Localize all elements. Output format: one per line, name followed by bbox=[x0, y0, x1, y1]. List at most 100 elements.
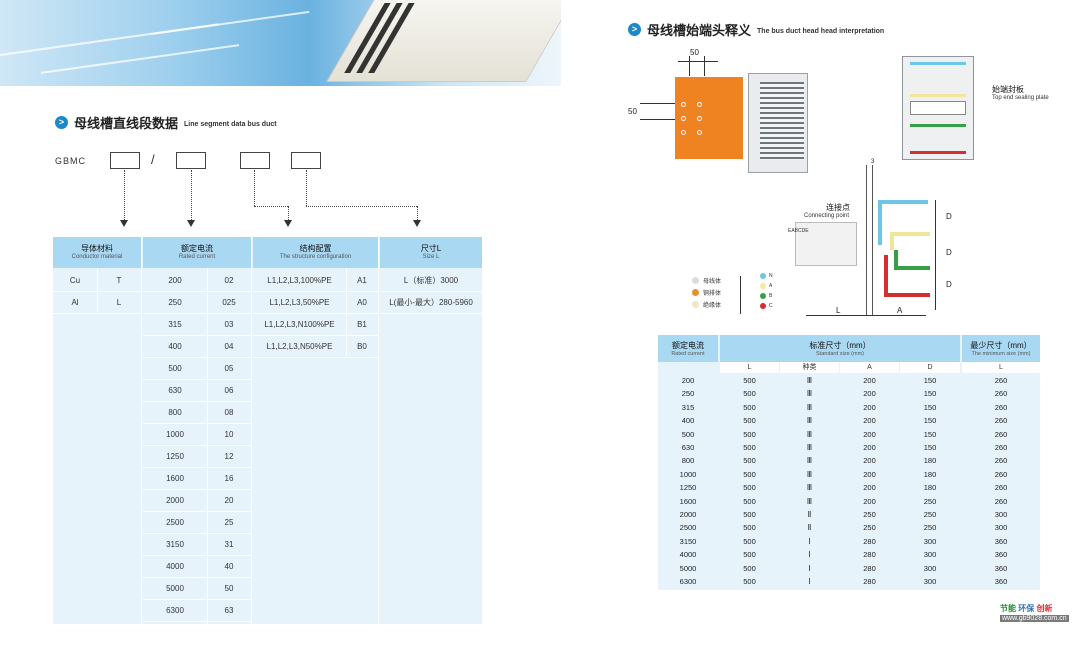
busbar-c bbox=[884, 255, 888, 295]
banner-streak bbox=[40, 44, 240, 74]
leader-line bbox=[417, 206, 418, 220]
header-minimum-size: 最少尺寸（mm） The minimum size (mm) bbox=[962, 335, 1040, 362]
structure-code: B1 bbox=[357, 320, 367, 329]
header-en: The structure configuration bbox=[279, 254, 352, 260]
row-divider bbox=[143, 335, 251, 336]
arrow-down-icon bbox=[120, 220, 128, 227]
rated-current-cell: 1000 bbox=[679, 469, 697, 479]
min-length-cell: 360 bbox=[994, 577, 1008, 586]
current-value: 1000 bbox=[166, 430, 184, 439]
leader-line bbox=[254, 206, 288, 207]
bolt-hole bbox=[681, 116, 686, 121]
dim-a-cell: 200 bbox=[863, 443, 876, 452]
current-value: 250 bbox=[168, 298, 182, 307]
phase-letters: EABCDE bbox=[788, 228, 809, 234]
rated-current-cell: 200 bbox=[681, 376, 695, 385]
sub-header: L bbox=[720, 362, 779, 373]
std-length-cell: 500 bbox=[743, 376, 756, 385]
dim-d-cell: 300 bbox=[923, 550, 937, 560]
rated-current-cell: 315 bbox=[681, 402, 695, 412]
current-value: 500 bbox=[168, 364, 182, 373]
header-zh: 额定电流 bbox=[181, 244, 213, 253]
rated-current-cell: 400 bbox=[681, 416, 695, 426]
structure-code: A1 bbox=[357, 276, 367, 285]
dimension-line bbox=[935, 200, 936, 310]
dim-d-cell: 180 bbox=[923, 469, 937, 479]
type-cell: Ⅰ bbox=[808, 563, 811, 573]
structure-desc: L1,L2,L3,50%PE bbox=[269, 298, 330, 307]
std-length-cell: 500 bbox=[743, 510, 756, 519]
row-divider bbox=[143, 379, 251, 380]
std-length-cell: 500 bbox=[743, 523, 756, 533]
std-length-cell: 500 bbox=[743, 429, 756, 439]
busbar-n bbox=[878, 200, 928, 204]
phase-item: B bbox=[760, 291, 773, 301]
current-code: 02 bbox=[224, 276, 234, 285]
rated-current-cell: 2500 bbox=[679, 523, 697, 533]
legend-dot bbox=[692, 301, 699, 308]
section-title-zh: 母线槽直线段数据 bbox=[74, 116, 179, 131]
dim-d-cell: 250 bbox=[923, 496, 937, 506]
sub-header: L bbox=[962, 362, 1040, 373]
dimension-label: A bbox=[897, 306, 903, 315]
type-cell: Ⅲ bbox=[806, 389, 813, 399]
busbar-c bbox=[884, 293, 930, 297]
row-divider bbox=[53, 313, 141, 314]
row-divider bbox=[143, 577, 251, 578]
dimension-line bbox=[640, 103, 685, 104]
copper-busbar-face bbox=[675, 77, 743, 159]
header-size: 尺寸L Size L bbox=[380, 237, 482, 268]
dim-d-cell: 300 bbox=[923, 563, 937, 573]
structure-code: A0 bbox=[357, 298, 367, 307]
busway-product-image bbox=[326, 0, 561, 82]
phase-bar-c bbox=[910, 151, 966, 154]
dim-d-cell: 180 bbox=[923, 456, 937, 466]
type-cell: Ⅰ bbox=[808, 536, 811, 546]
column-divider bbox=[207, 268, 208, 624]
min-length-cell: 360 bbox=[994, 536, 1008, 546]
plate-line bbox=[872, 165, 873, 315]
size-range: L(最小-最大）280-5960 bbox=[389, 298, 473, 307]
slogan-word: 环保 bbox=[1018, 604, 1035, 613]
conductor-suffix: L bbox=[116, 298, 122, 307]
current-value: 3150 bbox=[166, 540, 184, 549]
dim-d-cell: 180 bbox=[923, 483, 937, 493]
phase-label: A bbox=[769, 283, 773, 289]
cooling-fins bbox=[760, 82, 804, 160]
current-code: 10 bbox=[224, 430, 234, 439]
phase-item: C bbox=[760, 301, 773, 311]
legend-item: 母线体 bbox=[692, 276, 721, 285]
row-divider bbox=[143, 621, 251, 622]
phase-slot bbox=[910, 101, 966, 115]
type-cell: Ⅲ bbox=[806, 443, 813, 452]
row-divider bbox=[380, 291, 482, 292]
arrow-down-icon bbox=[413, 220, 421, 227]
dimension-label: 50 bbox=[690, 48, 699, 57]
current-code: 31 bbox=[224, 540, 234, 549]
dimension-line bbox=[806, 315, 926, 316]
header-en: Conductor material bbox=[71, 254, 123, 260]
row-divider bbox=[143, 511, 251, 512]
code-box-structure bbox=[240, 152, 270, 169]
std-length-cell: 500 bbox=[743, 402, 756, 412]
type-cell: Ⅲ bbox=[806, 416, 813, 426]
std-length-cell: 500 bbox=[743, 536, 756, 546]
dim-a-cell: 200 bbox=[863, 376, 876, 385]
busbar-n bbox=[878, 200, 882, 245]
sub-header: A bbox=[840, 362, 899, 373]
busbar-a bbox=[890, 232, 894, 250]
dim-a-cell: 250 bbox=[863, 510, 876, 519]
dimension-label: L bbox=[836, 306, 841, 315]
row-divider bbox=[143, 423, 251, 424]
header-standard-size: 标准尺寸（mm） Standard size (mm) bbox=[720, 335, 960, 362]
type-cell: Ⅲ bbox=[806, 456, 813, 466]
header-en: The minimum size (mm) bbox=[971, 351, 1031, 357]
dim-a-cell: 200 bbox=[863, 429, 876, 439]
current-code: 50 bbox=[224, 584, 234, 593]
code-box-size bbox=[291, 152, 321, 169]
dimension-line bbox=[689, 56, 690, 76]
rated-current-cell: 6300 bbox=[679, 577, 697, 586]
min-length-cell: 260 bbox=[994, 456, 1008, 466]
row-divider bbox=[253, 335, 378, 336]
plate-line bbox=[866, 165, 867, 315]
